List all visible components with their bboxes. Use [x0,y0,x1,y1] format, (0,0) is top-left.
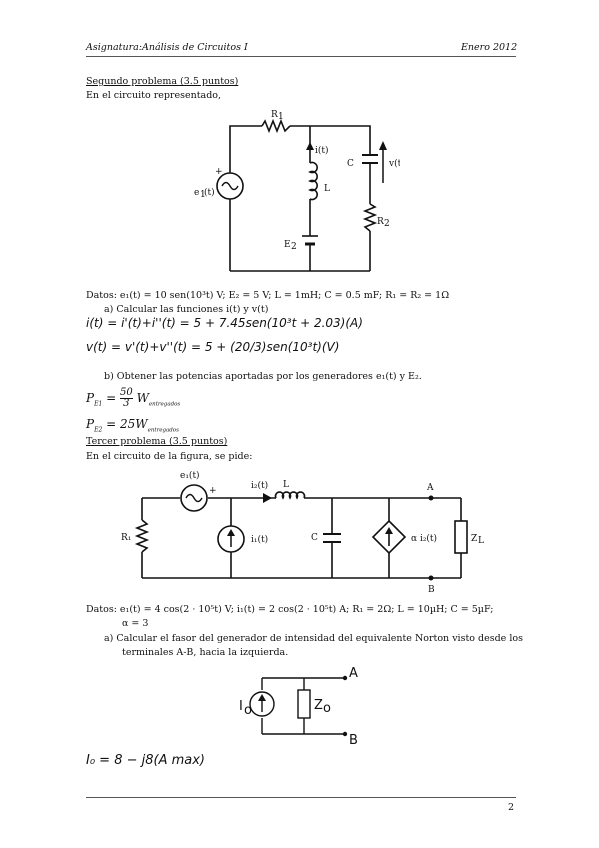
svg-text:1: 1 [278,112,284,122]
svg-text:L: L [478,536,484,546]
equation-v: v(t) = v'(t)+v''(t) = 5 + (20/3)sen(10³t… [86,340,340,354]
label-a: A [349,666,358,681]
problem2-question-b: b) Obtener las potencias aportadas por l… [104,371,422,382]
label-io: I [239,699,243,714]
label-e1: e₁(t) [180,470,200,481]
label-r1: R₁ [121,533,131,543]
svg-text:+: + [215,167,223,177]
label-i: i(t) [315,145,329,156]
problem3-question-a: a) Calcular el fasor del generador de in… [104,633,523,644]
svg-text:o: o [323,701,331,716]
header-course: Asignatura:Análisis de Circuitos I [86,42,248,53]
label-i2: i₂(t) [251,480,268,491]
label-zl: Z [471,534,477,544]
equation-pe1: PE1 = 50 3 Wentregados [86,387,181,409]
problem3-title: Tercer problema (3.5 puntos) [86,436,228,447]
label-b: B [349,733,358,748]
label-l: L [324,184,330,194]
equation-pe2: PE2 = 25Wentregados [86,417,179,434]
circuit-diagram-2: e₁(t) + i₂(t) L A R₁ i₁(t) C α i₂(t) Z L… [121,470,484,595]
label-i1: i₁(t) [251,534,268,545]
svg-text:o: o [244,703,252,718]
footer-rule [86,797,516,798]
norton-diagram: A B I o Z o [239,666,358,748]
label-r1: R [271,110,278,120]
label-l: L [283,480,289,490]
problem2-question-a: a) Calcular las funciones i(t) y v(t) [104,304,269,315]
problem2-title: Segundo problema (3.5 puntos) [86,76,239,87]
svg-text:+: + [209,486,217,496]
header-rule [86,56,516,57]
result-io: I₀ = 8 − j8(A max) [86,753,206,768]
circuit-diagram-1: R 1 i(t) C v(t) e 1 (t) + L R 2 E 2 [194,110,400,272]
problem2-data: Datos: e₁(t) = 10 sen(10³t) V; E₂ = 5 V;… [86,290,450,301]
label-c: C [311,533,318,543]
svg-text:1: 1 [200,190,206,200]
label-alpha: α i₂(t) [411,533,437,544]
svg-text:(t): (t) [204,187,215,198]
label-e2: E [284,240,291,250]
label-v: v(t) [388,158,400,169]
problem3-data: Datos: e₁(t) = 4 cos(2 · 10⁵t) V; i₁(t) … [86,604,494,615]
equation-i: i(t) = i'(t)+i''(t) = 5 + 7.45sen(10³t +… [86,316,363,330]
page-number: 2 [508,802,515,813]
problem3-alpha: α = 3 [122,618,149,629]
label-b: B [428,585,435,595]
problem3-intro: En el circuito de la figura, se pide: [86,451,253,462]
svg-text:2: 2 [291,242,297,252]
header-date: Enero 2012 [461,42,518,53]
label-a: A [426,483,434,493]
svg-text:2: 2 [384,219,390,229]
problem2-intro: En el circuito representado, [86,90,222,101]
label-zo: Z [314,698,323,713]
label-e1: e [194,188,199,198]
problem3-question-a-cont: terminales A-B, hacia la izquierda. [122,647,289,658]
label-r2: R [377,217,384,227]
label-c: C [347,159,354,169]
